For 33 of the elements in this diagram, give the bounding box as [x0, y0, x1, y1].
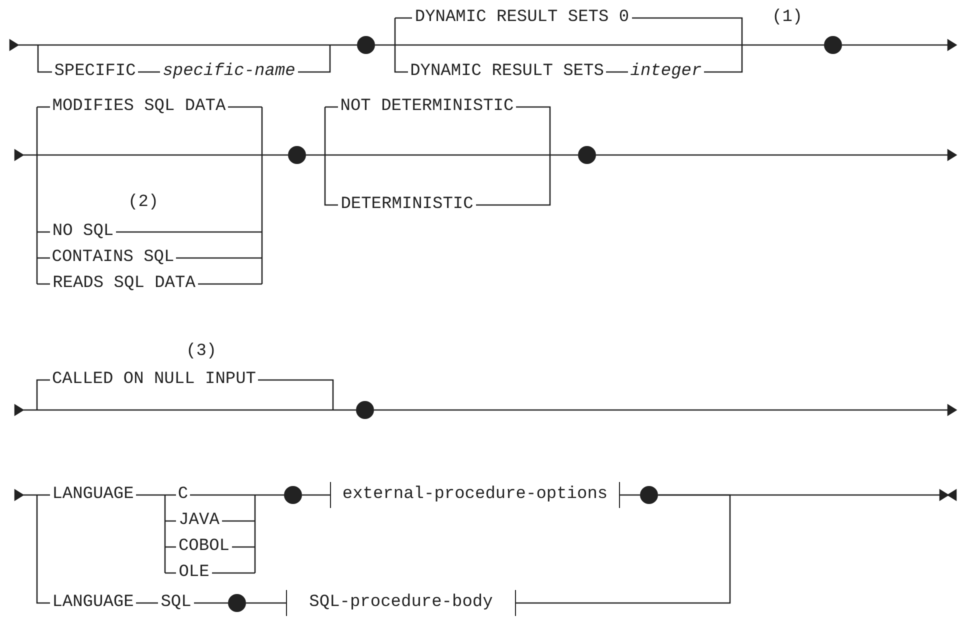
- syntax-keyword: NOT DETERMINISTIC: [338, 97, 516, 117]
- connector-line: [516, 494, 731, 604]
- syntax-keyword: OLE: [176, 563, 212, 583]
- connector-line: [606, 71, 628, 73]
- syntax-keyword: COBOL: [176, 537, 232, 557]
- footnote-reference: (3): [186, 342, 217, 362]
- syntax-keyword: DYNAMIC RESULT SETS: [408, 62, 606, 82]
- fragment-reference: SQL-procedure-body: [286, 590, 516, 616]
- connector-line: [302, 494, 330, 496]
- syntax-keyword: integer: [628, 62, 704, 82]
- footnote-reference: (1): [772, 8, 803, 28]
- syntax-keyword: JAVA: [176, 511, 222, 531]
- connector-line: [136, 602, 158, 604]
- syntax-keyword: NO SQL: [50, 222, 116, 242]
- fragment-reference: external-procedure-options: [330, 482, 620, 508]
- syntax-keyword: C: [176, 485, 190, 505]
- syntax-keyword: READS SQL DATA: [50, 274, 198, 294]
- syntax-keyword: specific-name: [160, 62, 298, 82]
- connector-line: [620, 494, 640, 496]
- connector-line: [136, 494, 176, 496]
- syntax-keyword: DYNAMIC RESULT SETS 0: [412, 8, 632, 28]
- syntax-keyword: LANGUAGE: [50, 593, 136, 613]
- syntax-keyword: DETERMINISTIC: [338, 195, 476, 215]
- syntax-keyword: CALLED ON NULL INPUT: [50, 370, 258, 390]
- connector-line: [194, 602, 228, 604]
- syntax-keyword: SPECIFIC: [52, 62, 138, 82]
- connector-line: [138, 71, 160, 73]
- syntax-keyword: SQL: [158, 593, 194, 613]
- syntax-keyword: MODIFIES SQL DATA: [50, 97, 228, 117]
- connector-line: [246, 602, 286, 604]
- footnote-reference: (2): [128, 193, 159, 213]
- syntax-keyword: CONTAINS SQL: [50, 248, 176, 268]
- syntax-keyword: LANGUAGE: [50, 485, 136, 505]
